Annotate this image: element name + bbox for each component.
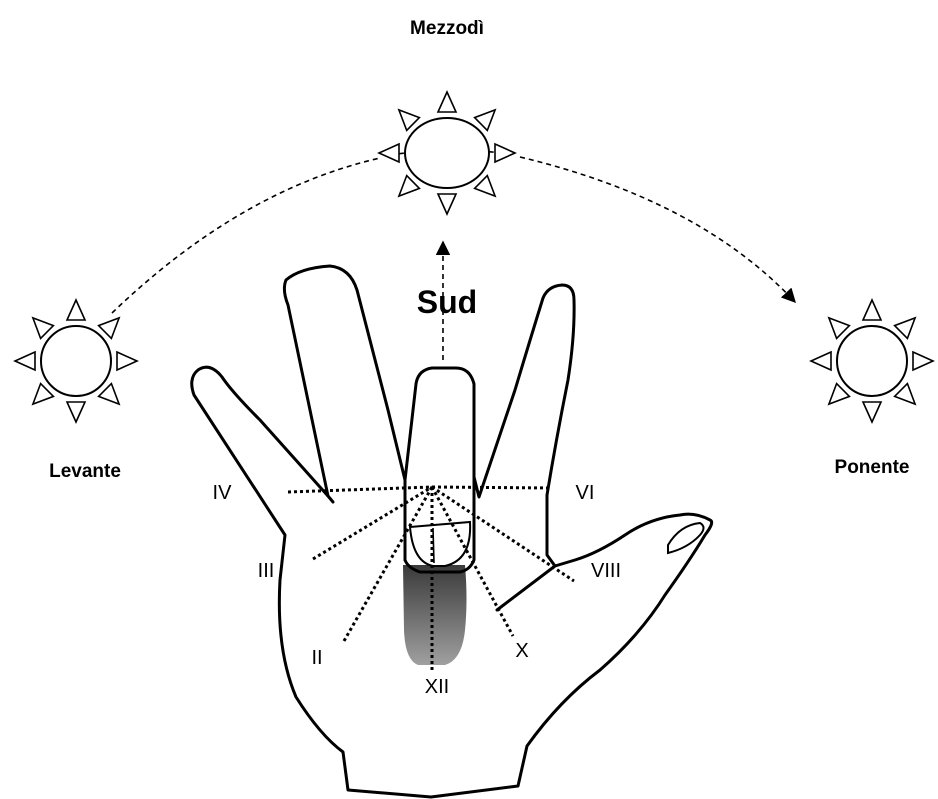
hour-label-x: X <box>515 640 528 662</box>
sun-ray <box>15 352 35 370</box>
sun-ray <box>829 318 850 339</box>
sun-ray <box>895 318 916 339</box>
sun-ray <box>67 402 85 422</box>
sun-ray <box>399 176 420 197</box>
sun-ray <box>829 384 850 405</box>
middle-fingernail-inner <box>433 528 434 563</box>
sun-ray <box>438 194 456 214</box>
hour-label-vi: VI <box>576 482 595 504</box>
sun-ray <box>811 352 831 370</box>
sun-ray <box>863 402 881 422</box>
hour-label-iii: III <box>258 560 275 582</box>
sun-ray <box>33 318 54 339</box>
finger-line-index <box>328 496 333 502</box>
hour-label-xii: XII <box>425 676 449 698</box>
sun-ray <box>438 92 456 112</box>
sun-ray <box>99 384 120 405</box>
sun-ray <box>495 144 515 162</box>
sun-icon-east <box>15 300 137 422</box>
sun-ray <box>99 318 120 339</box>
noon-label: Mezzodì <box>410 18 484 39</box>
sun-path-arc-left <box>112 158 380 313</box>
hour-line-iv <box>288 487 432 492</box>
east-label: Levante <box>49 461 121 482</box>
sun-path-arc-right <box>520 157 795 302</box>
sun-ray <box>475 176 496 197</box>
sun-ray <box>863 300 881 320</box>
hour-label-ii: II <box>311 647 322 669</box>
finger-line-thumb <box>497 566 555 610</box>
west-label: Ponente <box>835 457 910 478</box>
sun-ray <box>379 144 399 162</box>
sun-ray <box>33 384 54 405</box>
sun-ray <box>117 352 137 370</box>
sun-ray <box>475 110 496 130</box>
sun-ray <box>913 352 933 370</box>
hour-label-viii: VIII <box>591 560 621 582</box>
middle-fingernail <box>410 522 470 566</box>
sun-ray <box>399 110 420 130</box>
sun-icon-west <box>811 300 933 422</box>
south-label: Sud <box>417 284 477 320</box>
finger-shadow <box>403 565 467 665</box>
hour-label-iv: IV <box>213 482 233 504</box>
hour-line-vi <box>432 487 552 488</box>
sun-ray <box>895 384 916 405</box>
sun-icon-noon <box>379 92 515 214</box>
sun-ray <box>67 300 85 320</box>
